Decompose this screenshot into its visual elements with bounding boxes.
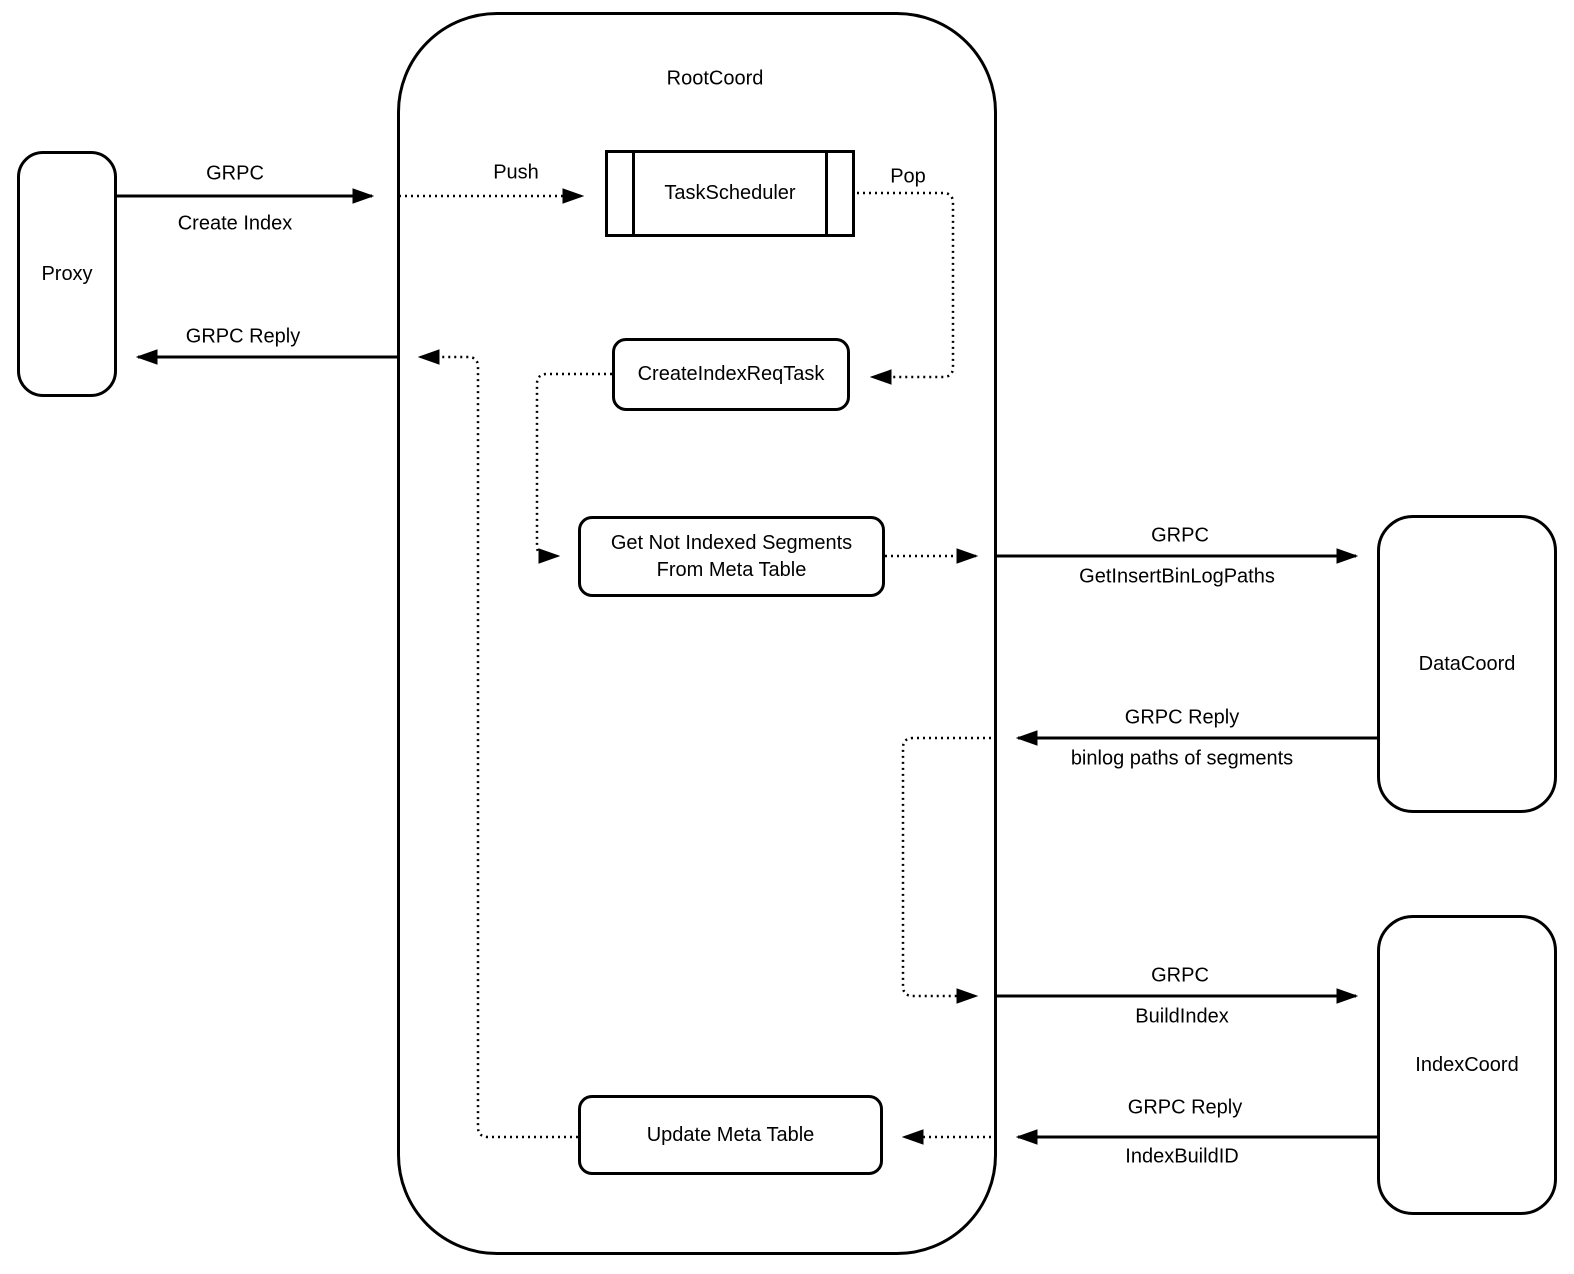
label-grpc-reply-binlog-1: GRPC Reply <box>1122 706 1242 730</box>
rootcoord-title: RootCoord <box>666 67 764 90</box>
node-data-coord-label: DataCoord <box>1418 652 1516 675</box>
edge-update-meta-to-reply <box>420 357 578 1139</box>
node-get-not-indexed-segments-label: Get Not Indexed Segments From Meta Table <box>610 531 853 581</box>
label-push: Push <box>491 161 541 185</box>
label-grpc-get-insert-1: GRPC <box>1149 524 1211 548</box>
task-scheduler-left-bar <box>632 150 635 237</box>
task-scheduler-right-bar <box>825 150 828 237</box>
node-proxy-label: Proxy <box>41 262 93 285</box>
label-grpc-get-insert-2: GetInsertBinLogPaths <box>1077 565 1277 589</box>
edge-reply-to-buildindex-route <box>901 736 997 996</box>
node-data-coord: DataCoord <box>1377 515 1557 813</box>
edge-to-get-not-indexed <box>535 372 612 556</box>
node-proxy: Proxy <box>17 151 117 397</box>
node-get-not-indexed-segments: Get Not Indexed Segments From Meta Table <box>578 516 885 597</box>
node-create-index-req-task: CreateIndexReqTask <box>612 338 850 411</box>
node-update-meta-table: Update Meta Table <box>578 1095 883 1175</box>
label-grpc-build-index-1: GRPC <box>1149 964 1211 988</box>
edge-pop <box>857 191 955 377</box>
node-create-index-req-task-label: CreateIndexReqTask <box>637 363 825 385</box>
node-update-meta-table-label: Update Meta Table <box>646 1123 815 1146</box>
node-task-scheduler: TaskScheduler <box>605 150 855 237</box>
node-index-coord-label: IndexCoord <box>1415 1053 1519 1076</box>
label-grpc-create-index-2: Create Index <box>175 212 295 236</box>
label-grpc-build-index-2: BuildIndex <box>1133 1005 1231 1029</box>
label-grpc-reply-ibid-1: GRPC Reply <box>1125 1096 1245 1120</box>
label-grpc-reply-binlog-2: binlog paths of segments <box>1068 747 1296 771</box>
label-grpc-create-index-1: GRPC <box>204 162 266 186</box>
node-index-coord: IndexCoord <box>1377 915 1557 1215</box>
label-grpc-reply-ibid-2: IndexBuildID <box>1123 1145 1241 1169</box>
label-pop: Pop <box>888 165 928 189</box>
label-grpc-reply-to-proxy: GRPC Reply <box>183 325 303 349</box>
node-task-scheduler-label: TaskScheduler <box>664 182 796 204</box>
